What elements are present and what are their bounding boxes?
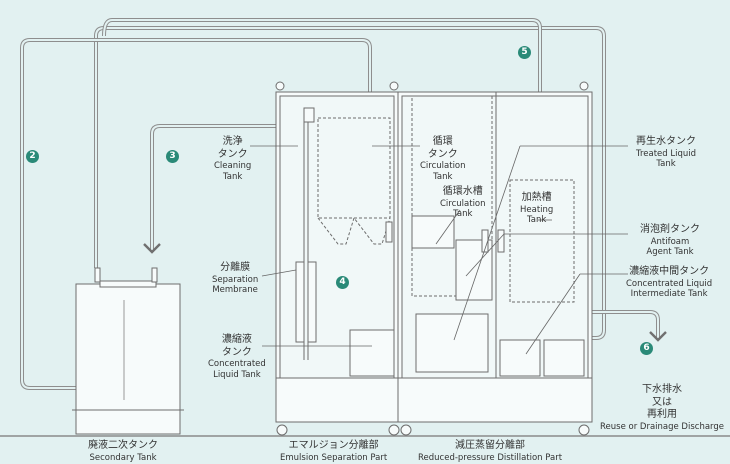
label-secondary-tank-en: Secondary Tank: [89, 452, 157, 463]
label-heating-tank: 加熱槽 Heating Tank: [520, 192, 553, 226]
label-circulation-water-tank-ja: 循環水槽: [442, 186, 483, 197]
label-antifoam-tank-en: Antifoam Agent Tank: [646, 236, 694, 258]
label-circulation-water-tank-en: Circulation Tank: [440, 198, 486, 220]
step-5-badge: 5: [518, 46, 531, 59]
label-distillation-part-ja: 減圧蒸留分離部: [455, 440, 526, 451]
step-2-badge: 2: [26, 150, 39, 163]
distillation-cabinet: [397, 81, 593, 436]
label-distillation-part-en: Reduced-pressure Distillation Part: [418, 452, 563, 463]
label-antifoam-tank: 消泡剤タンク Antifoam Agent Tank: [640, 224, 700, 258]
label-treated-liquid-tank-ja: 再生水タンク: [636, 136, 696, 147]
step-4-badge: 4: [336, 276, 349, 289]
label-intermediate-tank-en: Concentrated Liquid Intermediate Tank: [626, 278, 713, 300]
label-intermediate-tank-ja: 濃縮液中間タンク: [629, 266, 710, 277]
label-treated-liquid-tank-en: Treated Liquid Tank: [636, 148, 696, 170]
label-secondary-tank: 廃液二次タンク Secondary Tank: [88, 440, 158, 463]
label-discharge-ja: 下水排水 又は 再利用: [642, 384, 682, 420]
label-heating-tank-en: Heating Tank: [520, 204, 554, 226]
label-treated-liquid-tank: 再生水タンク Treated Liquid Tank: [636, 136, 696, 170]
label-cleaning-tank: 洗浄 タンク Cleaning Tank: [214, 136, 251, 182]
secondary-tank: [72, 267, 184, 435]
label-concentrated-tank-en: Concentrated Liquid Tank: [208, 359, 266, 380]
label-emulsion-part-ja: エマルジョン分離部: [288, 440, 379, 451]
emulsion-cabinet: [275, 81, 400, 436]
step-6-badge: 6: [640, 342, 653, 355]
label-circulation-tank: 循環 タンク Circulation Tank: [420, 136, 466, 182]
label-heating-tank-ja: 加熱槽: [521, 192, 552, 203]
label-cleaning-tank-ja: 洗浄 タンク: [217, 136, 248, 160]
label-emulsion-part: エマルジョン分離部 Emulsion Separation Part: [280, 440, 387, 463]
label-discharge: 下水排水 又は 再利用 Reuse or Drainage Discharge: [600, 384, 724, 432]
label-intermediate-tank: 濃縮液中間タンク Concentrated Liquid Intermediat…: [626, 266, 712, 300]
label-separation-membrane: 分離膜 Separation Membrane: [212, 262, 258, 296]
label-emulsion-part-en: Emulsion Separation Part: [280, 452, 388, 463]
label-separation-membrane-en: Separation Membrane: [212, 274, 259, 296]
label-secondary-tank-ja: 廃液二次タンク: [88, 440, 158, 451]
leader-lines: [250, 145, 628, 355]
label-circulation-tank-ja: 循環 タンク: [427, 136, 458, 160]
label-antifoam-tank-ja: 消泡剤タンク: [640, 224, 700, 235]
label-circulation-water-tank: 循環水槽 Circulation Tank: [440, 186, 486, 220]
label-concentrated-tank-ja: 濃縮液 タンク: [221, 334, 252, 358]
step-3-badge: 3: [166, 150, 179, 163]
label-separation-membrane-ja: 分離膜: [220, 262, 251, 273]
label-discharge-en: Reuse or Drainage Discharge: [600, 421, 725, 432]
label-circulation-tank-en: Circulation Tank: [420, 161, 466, 182]
label-concentrated-tank: 濃縮液 タンク Concentrated Liquid Tank: [208, 334, 266, 380]
label-cleaning-tank-en: Cleaning Tank: [214, 161, 252, 182]
label-distillation-part: 減圧蒸留分離部 Reduced-pressure Distillation Pa…: [418, 440, 562, 463]
